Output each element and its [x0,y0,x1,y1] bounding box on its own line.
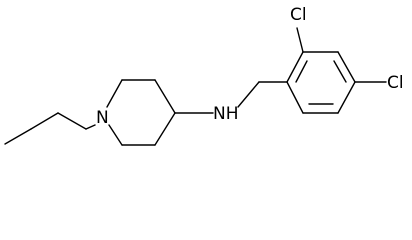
benzene-bond-3 [337,51,356,83]
cl-right-label: Cl [387,73,404,93]
ring-bond-top-c4 [154,79,176,114]
structure-diagram: N NH Cl Cl [4,5,404,146]
nh-label: NH [213,104,239,124]
benzene-bond-1 [286,51,304,83]
benzene-double-2 [333,60,347,83]
n-ring-label: N [96,108,109,128]
propyl-bond-1 [4,128,32,145]
cl-top-bond [296,27,304,53]
benzene-bond-4 [337,81,356,114]
benzene-double-1 [295,60,308,83]
propyl-bond-2 [30,112,59,130]
ring-bond-bottom-n [108,124,123,146]
propyl-to-n-bond [85,124,96,130]
propyl-bond-3 [57,112,87,130]
benzene-bond-6 [286,81,304,114]
ring-bond-n-upper [106,79,123,108]
nh-ch2-bond [237,81,260,108]
ring-bond-c4-lower [154,112,176,146]
cl-top-label: Cl [290,5,307,25]
